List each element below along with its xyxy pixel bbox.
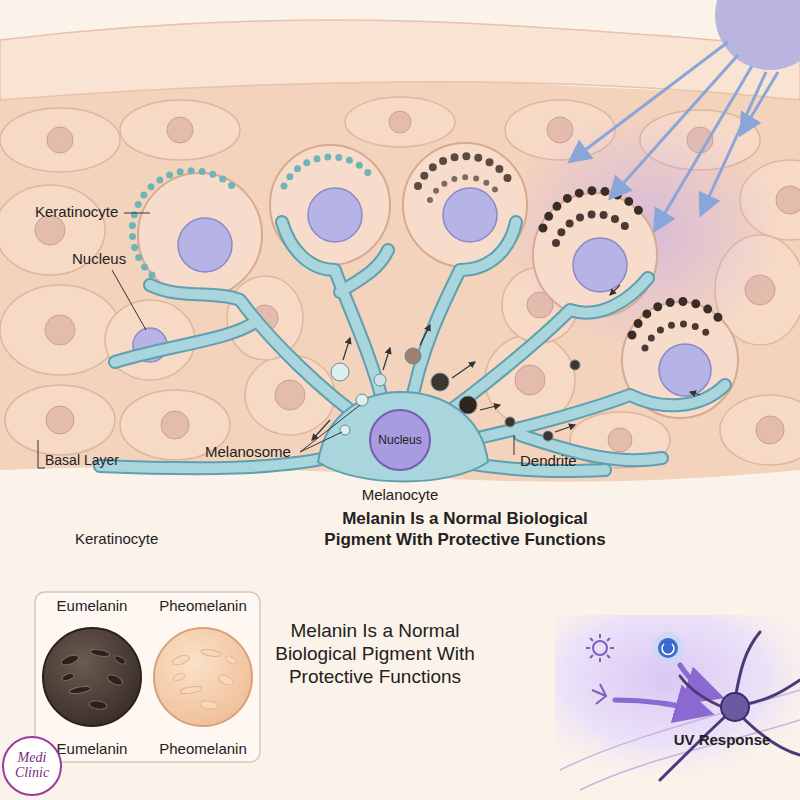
pigment-name: Eumelanin: [57, 740, 128, 757]
panel-label: UV Response: [652, 731, 792, 749]
part-label: Nucleus: [72, 250, 162, 268]
logo-badge: Medi Clinic: [2, 736, 62, 796]
layer-label: Basal Layer: [45, 452, 155, 469]
part-label: Dendrite: [520, 452, 610, 470]
pigment-circle: PheomelaninPheomelanin: [148, 597, 258, 757]
node-text: Nucleus: [378, 433, 421, 447]
pigment-shape: [40, 625, 144, 729]
pigment-name: Eumelanin: [57, 597, 128, 614]
part-label: Keratinocyte: [35, 203, 145, 221]
pigment-circle: EumelaninEumelanin: [38, 597, 146, 757]
logo-text: Medi Clinic: [10, 751, 54, 780]
diagram-title: Melanin Is a Normal Biological Pigment W…: [320, 508, 610, 551]
part-label: Melanosome: [205, 443, 315, 461]
pigment-name: Pheomelanin: [159, 597, 247, 614]
part-label: Melanocyte: [340, 486, 460, 504]
nucleus-circle: Nucleus: [368, 408, 432, 472]
pigment-name: Pheomelanin: [159, 740, 247, 757]
note-text: Melanin Is a Normal Biological Pigment W…: [275, 620, 475, 688]
pigment-shape: [151, 625, 255, 729]
part-label: Keratinocyte: [75, 530, 205, 548]
